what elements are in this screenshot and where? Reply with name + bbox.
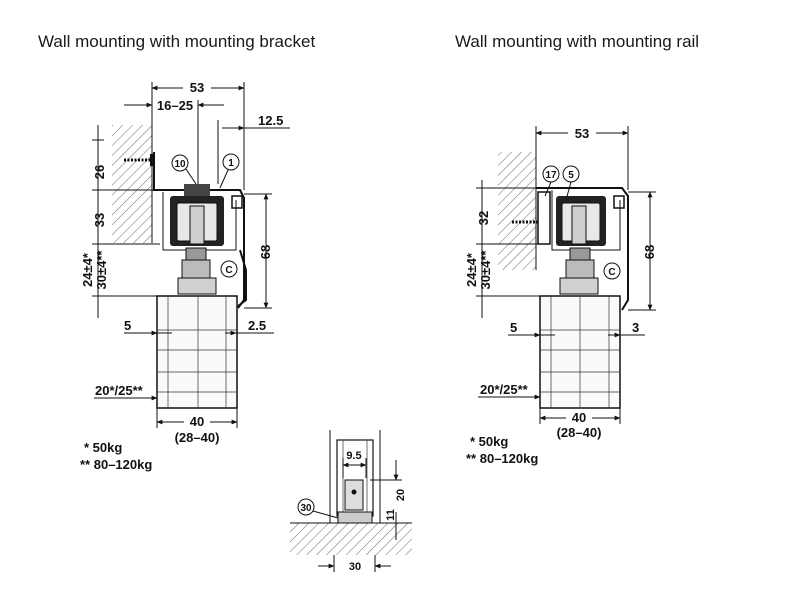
right-callout-17-label: 17 bbox=[545, 170, 557, 181]
left-diagram: 53 16–25 12.5 26 33 24±4* 30±4** 68 10 1 bbox=[80, 80, 290, 472]
left-callout-1-label: 1 bbox=[228, 158, 234, 169]
right-dim-68: 68 bbox=[642, 245, 657, 259]
left-note-2: ** 80–120kg bbox=[80, 457, 152, 472]
left-dim-2-5: 2.5 bbox=[248, 318, 266, 333]
bottom-dim-20: 20 bbox=[395, 489, 407, 501]
left-trolley bbox=[170, 184, 224, 295]
bottom-floor-guide-detail: 9.5 20 11 30 30 bbox=[290, 430, 412, 573]
right-dim-40: 40 bbox=[572, 410, 586, 425]
left-callout-10 bbox=[171, 154, 189, 172]
left-dim-28-40: (28–40) bbox=[175, 430, 220, 445]
title-right: Wall mounting with mounting rail bbox=[455, 32, 699, 51]
right-door-panel bbox=[539, 295, 621, 409]
left-dim-40: 40 bbox=[190, 414, 204, 429]
right-note-2: ** 80–120kg bbox=[466, 451, 538, 466]
right-dim-30: 30±4** bbox=[478, 250, 493, 290]
bottom-dim-30: 30 bbox=[349, 561, 361, 573]
right-callout-c-label: C bbox=[608, 267, 615, 278]
right-dim-3: 3 bbox=[632, 320, 639, 335]
left-dim-26: 26 bbox=[92, 165, 107, 179]
left-dim-width: 53 bbox=[190, 80, 204, 95]
right-dim-20-25: 20*/25** bbox=[480, 382, 529, 397]
right-mounting-rail bbox=[536, 187, 629, 311]
left-wall bbox=[112, 125, 152, 243]
bottom-callout-30 bbox=[297, 498, 315, 516]
right-trolley bbox=[556, 196, 606, 295]
right-dim-width: 53 bbox=[575, 126, 589, 141]
bottom-dim-11: 11 bbox=[385, 509, 397, 521]
left-dim-range: 16–25 bbox=[157, 98, 193, 113]
left-dim-offset: 12.5 bbox=[258, 113, 283, 128]
floor-guide bbox=[344, 479, 364, 511]
left-dim-20-25: 20*/25** bbox=[95, 383, 144, 398]
right-dim-5: 5 bbox=[510, 320, 517, 335]
left-door-panel bbox=[156, 295, 238, 409]
left-dim-5: 5 bbox=[124, 318, 131, 333]
left-callout-c-label: C bbox=[225, 265, 232, 276]
left-dim-24: 24±4* bbox=[80, 252, 95, 287]
right-dim-28-40: (28–40) bbox=[557, 425, 602, 440]
right-callout-c bbox=[603, 262, 621, 280]
right-dim-32: 32 bbox=[476, 211, 491, 225]
right-dim-24: 24±4* bbox=[464, 252, 479, 287]
left-dim-68: 68 bbox=[258, 245, 273, 259]
left-callout-1 bbox=[222, 153, 240, 171]
left-note-1: * 50kg bbox=[84, 440, 122, 455]
right-wall bbox=[498, 152, 536, 270]
right-note-1: * 50kg bbox=[470, 434, 508, 449]
left-dim-33: 33 bbox=[92, 213, 107, 227]
left-callout-10-label: 10 bbox=[174, 159, 186, 170]
floor bbox=[290, 523, 412, 555]
right-callout-5-label: 5 bbox=[568, 170, 574, 181]
bottom-dim-9-5: 9.5 bbox=[346, 450, 361, 462]
right-diagram: 53 32 24±4* 30±4** 68 17 5 C 5 3 20*/25*… bbox=[464, 126, 657, 466]
title-left: Wall mounting with mounting bracket bbox=[38, 32, 315, 51]
left-dim-30: 30±4** bbox=[94, 250, 109, 290]
left-callout-c bbox=[220, 260, 238, 278]
bottom-callout-30-label: 30 bbox=[300, 503, 312, 514]
left-screw-icon bbox=[124, 154, 155, 166]
